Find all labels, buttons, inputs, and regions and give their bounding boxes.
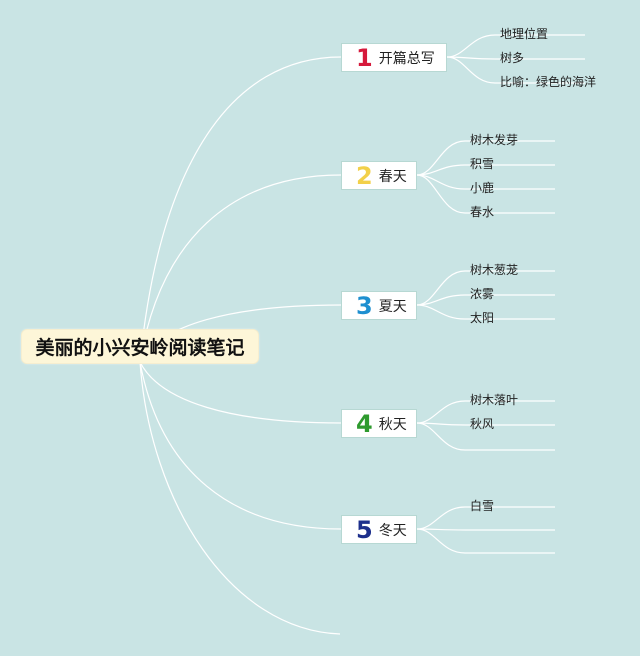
leaf-topic[interactable]: 白雪	[470, 499, 495, 513]
leaf-topic[interactable]: 春水	[470, 205, 495, 219]
branch-to-leaf-connector	[416, 422, 555, 426]
branch-to-leaf-connector	[416, 294, 555, 306]
branch-label: 秋天	[378, 416, 407, 433]
branch-number: 3	[356, 291, 373, 320]
branch-to-leaf-connector	[416, 528, 555, 554]
branch-to-leaf-connector	[416, 506, 555, 530]
leaf-topic[interactable]: 树多	[500, 51, 525, 65]
branch-to-leaf-connector	[416, 140, 555, 176]
root-to-branch-connector	[139, 56, 342, 363]
branch-label: 夏天	[378, 298, 407, 315]
branch-to-leaf-connector	[416, 270, 555, 306]
branch-to-leaf-connector	[446, 34, 585, 58]
leaf-topic[interactable]: 地理位置	[500, 27, 549, 41]
branch-winter[interactable]: 5 冬天	[341, 515, 417, 544]
branch-number: 5	[356, 515, 373, 544]
branch-summer[interactable]: 3 夏天	[341, 291, 417, 320]
root-to-branch-connector	[139, 361, 342, 424]
branch-to-leaf-connector	[416, 174, 555, 214]
leaf-topic[interactable]: 秋风	[470, 417, 495, 431]
root-topic[interactable]: 美丽的小兴安岭阅读笔记	[22, 330, 258, 363]
leaf-topic[interactable]: 浓雾	[470, 287, 495, 301]
branch-label: 春天	[378, 168, 407, 185]
leaf-topic[interactable]: 比喻：绿色的海洋	[500, 75, 597, 89]
leaf-topic[interactable]: 树木落叶	[470, 393, 519, 407]
branch-to-leaf-connector	[416, 400, 555, 424]
branch-to-leaf-connector	[416, 422, 555, 451]
branch-label: 冬天	[378, 522, 407, 539]
root-title: 美丽的小兴安岭阅读笔记	[35, 337, 245, 359]
leaf-topic[interactable]: 太阳	[470, 311, 495, 325]
branch-to-leaf-connector	[416, 304, 555, 320]
branch-number: 4	[356, 409, 373, 438]
branch-autumn[interactable]: 4 秋天	[341, 409, 417, 438]
branch-label: 开篇总写	[378, 50, 435, 67]
root-to-branch-connector	[139, 361, 341, 635]
branch-number: 1	[356, 43, 373, 72]
branch-to-leaf-connector	[446, 56, 585, 60]
root-to-branch-connector	[139, 174, 342, 363]
branch-intro[interactable]: 1 开篇总写	[341, 43, 447, 72]
leaf-topic[interactable]: 积雪	[470, 157, 495, 171]
branch-to-leaf-connector	[416, 164, 555, 176]
branch-spring[interactable]: 2 春天	[341, 161, 417, 190]
branch-to-leaf-connector	[416, 528, 555, 531]
leaf-topic[interactable]: 树木葱茏	[470, 263, 519, 277]
branch-to-leaf-connector	[446, 56, 585, 84]
branch-number: 2	[356, 161, 373, 190]
leaf-topic[interactable]: 小鹿	[470, 181, 495, 195]
leaf-topic[interactable]: 树木发芽	[470, 133, 519, 147]
root-to-branch-connector	[139, 361, 342, 530]
